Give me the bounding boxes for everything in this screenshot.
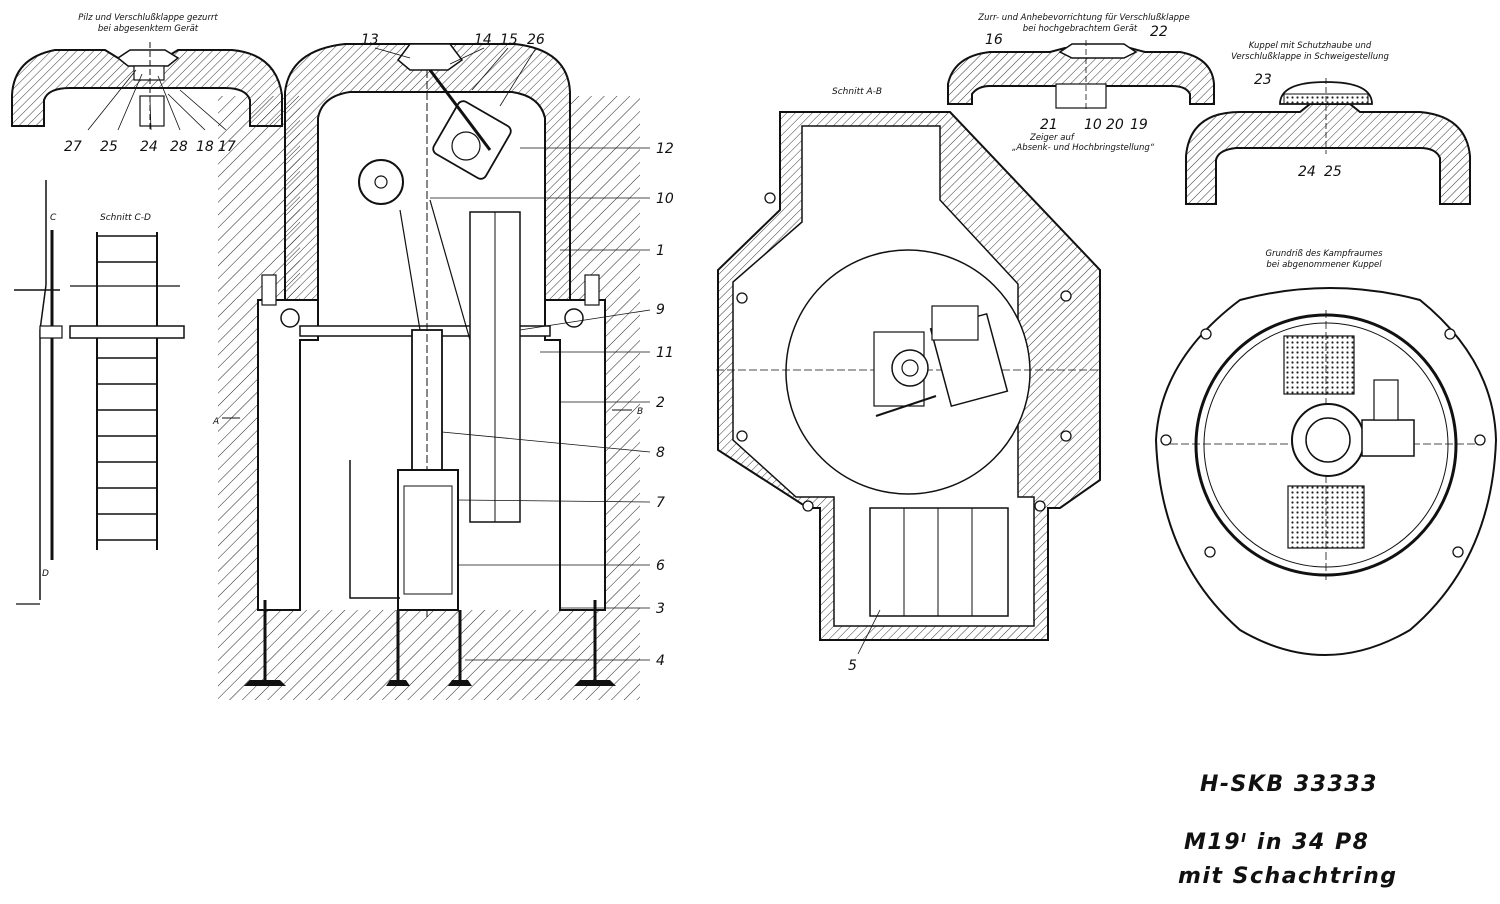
caption-device-raised: Zurr- und Anhebevorrichtung für Verschlu… bbox=[977, 13, 1189, 23]
pointer-caption: Zeiger auf bbox=[1029, 133, 1076, 143]
drawing-id: H-SKB 33333 bbox=[1200, 772, 1378, 797]
callout-7: 7 bbox=[656, 495, 665, 511]
callout-24b: 24 bbox=[1298, 164, 1316, 180]
section-ab-label: Schnitt A-B bbox=[832, 87, 882, 97]
callout-21: 21 bbox=[1040, 117, 1058, 133]
callout-9: 9 bbox=[656, 302, 665, 318]
callout-18: 18 bbox=[196, 139, 214, 155]
callout-25b: 25 bbox=[1324, 164, 1342, 180]
drawing-description: M19ᴵ in 34 P8 bbox=[1184, 830, 1370, 855]
caption-plan-2: bei abgenommener Kuppel bbox=[1266, 260, 1382, 270]
combat-room-plan: Grundriß des Kampfraumes bei abgenommene… bbox=[1154, 249, 1498, 656]
detail-dome-lowered: Pilz und Verschlußklappe gezurrt bei abg… bbox=[11, 13, 283, 155]
caption-device-raised-2: bei hochgebrachtem Gerät bbox=[1023, 24, 1138, 34]
caption-plan: Grundriß des Kampfraumes bbox=[1265, 249, 1383, 259]
callout-22: 22 bbox=[1150, 24, 1168, 40]
callout-5: 5 bbox=[848, 658, 857, 674]
caption-cupola-2: Verschlußklappe in Schweigestellung bbox=[1231, 52, 1389, 62]
callout-10: 10 bbox=[656, 191, 674, 207]
callout-13: 13 bbox=[361, 32, 379, 48]
ladder-section-cd: Schnitt C-D C D bbox=[14, 180, 185, 605]
main-vertical-section: A B 13 14 15 26 12 10 1 9 11 2 8 7 6 3 4 bbox=[212, 32, 674, 700]
caption-cupola: Kuppel mit Schutzhaube und bbox=[1249, 41, 1372, 51]
section-a-label: A bbox=[212, 417, 219, 427]
pointer-caption-2: „Absenk- und Hochbringstellung“ bbox=[1012, 143, 1155, 153]
drawing-subtitle: mit Schachtring bbox=[1178, 864, 1398, 889]
callout-16: 16 bbox=[985, 32, 1003, 48]
callout-8: 8 bbox=[656, 445, 665, 461]
callout-2: 2 bbox=[656, 395, 665, 411]
callout-10b: 10 bbox=[1084, 117, 1102, 133]
callout-3: 3 bbox=[656, 601, 665, 617]
callout-27: 27 bbox=[64, 139, 82, 155]
callout-23: 23 bbox=[1254, 72, 1272, 88]
section-ab-plan: Schnitt A-B 5 bbox=[716, 87, 1101, 674]
callout-12: 12 bbox=[656, 141, 674, 157]
detail-device-raised: Zurr- und Anhebevorrichtung für Verschlu… bbox=[947, 13, 1215, 153]
callout-6: 6 bbox=[656, 558, 665, 574]
callout-4: 4 bbox=[656, 653, 665, 669]
callout-20: 20 bbox=[1106, 117, 1124, 133]
callout-11: 11 bbox=[656, 345, 674, 361]
callout-1: 1 bbox=[656, 243, 665, 259]
section-cd-label: Schnitt C-D bbox=[100, 213, 151, 223]
section-c-label: C bbox=[50, 213, 57, 223]
callout-25: 25 bbox=[100, 139, 118, 155]
detail-cupola: Kuppel mit Schutzhaube und Verschlußklap… bbox=[1185, 41, 1471, 205]
caption-dome-lowered-2: bei abgesenktem Gerät bbox=[98, 24, 199, 34]
callout-28: 28 bbox=[170, 139, 188, 155]
callout-24: 24 bbox=[140, 139, 158, 155]
callout-14: 14 bbox=[474, 32, 492, 48]
callout-26: 26 bbox=[527, 32, 545, 48]
section-b-label: B bbox=[637, 407, 643, 417]
section-d-label: D bbox=[42, 569, 49, 579]
caption-dome-lowered: Pilz und Verschlußklappe gezurrt bbox=[78, 13, 218, 23]
callout-19: 19 bbox=[1130, 117, 1148, 133]
callout-15: 15 bbox=[500, 32, 518, 48]
